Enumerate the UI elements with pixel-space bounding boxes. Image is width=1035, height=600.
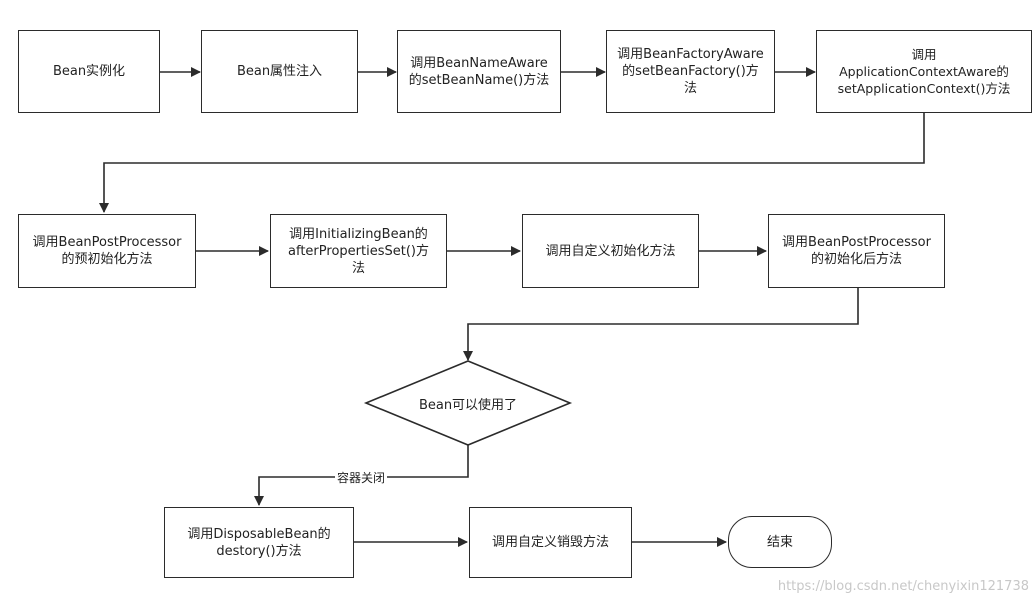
decision-diamond bbox=[363, 360, 573, 446]
node-bean-instantiate: Bean实例化 bbox=[18, 30, 160, 113]
node-bean-name-aware-label: 调用BeanNameAware 的setBeanName()方法 bbox=[408, 55, 550, 88]
node-bean-instantiate-label: Bean实例化 bbox=[52, 64, 126, 79]
watermark-text: https://blog.csdn.net/chenyixin121738 bbox=[777, 579, 1029, 594]
node-bean-property-inject-label: Bean属性注入 bbox=[236, 64, 323, 79]
node-bpp-after-init: 调用BeanPostProcessor 的初始化后方法 bbox=[768, 214, 945, 288]
node-application-context-aware: 调用 ApplicationContextAware的 setApplicati… bbox=[816, 30, 1032, 113]
node-initializing-bean: 调用InitializingBean的 afterPropertiesSet()… bbox=[270, 214, 447, 288]
node-custom-init: 调用自定义初始化方法 bbox=[522, 214, 699, 288]
edge-label-container-close: 容器关闭 bbox=[335, 469, 388, 486]
node-disposable-bean: 调用DisposableBean的 destory()方法 bbox=[164, 507, 354, 578]
node-bean-factory-aware-label: 调用BeanFactoryAware 的setBeanFactory()方 法 bbox=[617, 47, 764, 96]
arrow-n9-decision bbox=[463, 288, 859, 361]
node-disposable-bean-label: 调用DisposableBean的 destory()方法 bbox=[187, 526, 331, 559]
node-end: 结束 bbox=[728, 516, 832, 568]
node-custom-init-label: 调用自定义初始化方法 bbox=[545, 243, 676, 259]
node-custom-destroy: 调用自定义销毁方法 bbox=[469, 507, 632, 578]
node-bean-factory-aware: 调用BeanFactoryAware 的setBeanFactory()方 法 bbox=[606, 30, 775, 113]
node-bean-name-aware: 调用BeanNameAware 的setBeanName()方法 bbox=[397, 30, 561, 113]
node-bpp-after-init-label: 调用BeanPostProcessor 的初始化后方法 bbox=[782, 235, 931, 267]
node-bean-property-inject: Bean属性注入 bbox=[201, 30, 358, 113]
decision-label: Bean可以使用了 bbox=[418, 398, 518, 413]
node-bpp-before-init-label: 调用BeanPostProcessor 的预初始化方法 bbox=[32, 235, 182, 267]
node-end-label: 结束 bbox=[766, 534, 793, 550]
node-initializing-bean-label: 调用InitializingBean的 afterPropertiesSet()… bbox=[288, 226, 429, 276]
arrow-n5-n6 bbox=[99, 113, 925, 213]
node-custom-destroy-label: 调用自定义销毁方法 bbox=[491, 535, 609, 550]
node-bpp-before-init: 调用BeanPostProcessor 的预初始化方法 bbox=[18, 214, 196, 288]
node-application-context-aware-label: 调用 ApplicationContextAware的 setApplicati… bbox=[837, 47, 1011, 96]
